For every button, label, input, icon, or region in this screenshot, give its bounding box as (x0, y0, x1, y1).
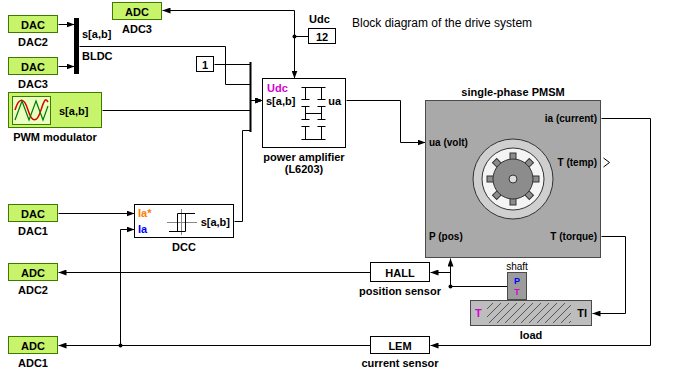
sensor-block: LEMcurrent sensor (370, 336, 430, 354)
signal-wire (431, 273, 508, 287)
bridge-lines (302, 88, 326, 140)
block-label: LEM (388, 340, 411, 352)
carrier-wave (15, 101, 48, 120)
signal-wire (59, 24, 75, 25)
constant-value: 12 (316, 31, 328, 43)
bus-label: BLDC (82, 50, 113, 62)
rotor-axis (509, 175, 517, 183)
block-caption: position sensor (359, 285, 441, 297)
dac-block: DACDAC3 (8, 57, 58, 75)
block-label: HALL (385, 267, 414, 279)
signal-wire (215, 65, 263, 101)
port-label: s[a,b] (266, 95, 295, 107)
block-caption: power amplifier (L6203) (254, 151, 354, 175)
pwm-icon (12, 96, 52, 126)
adc-block: ADCADC1 (8, 336, 58, 354)
port-label: ia (current) (545, 113, 597, 124)
adc-block: ADCADC3 (112, 2, 162, 20)
block-label: DAC (21, 61, 45, 73)
signal-name: s[a,b] (82, 28, 111, 40)
constant-value: 1 (202, 59, 208, 71)
block-caption: DCC (172, 241, 196, 253)
motor-block: single-phase PMSMua (volt)ia (current)T … (425, 100, 601, 258)
port-label: Udc (267, 82, 288, 94)
port-label: ua (volt) (429, 137, 468, 148)
channel-label: DAC1 (18, 225, 48, 237)
hatched-area (487, 303, 571, 323)
signal-wire (80, 47, 263, 101)
block-label: DAC (21, 19, 45, 31)
channel-label: DAC2 (18, 36, 48, 48)
block-label: DAC (21, 208, 45, 220)
shaft: shaftPT (507, 272, 527, 300)
signal-wire (59, 213, 135, 214)
output-port-symbol (604, 158, 610, 167)
block-caption: current sensor (361, 357, 438, 369)
signal-wire (59, 272, 371, 273)
sine-wave (15, 100, 48, 120)
block-label: ADC (125, 6, 149, 18)
port-label: s[a,b] (201, 216, 230, 228)
channel-label: ADC1 (18, 357, 48, 369)
part-label: shaft (506, 261, 528, 272)
signal-wire (347, 101, 426, 143)
bus-bar: s[a,b]BLDC (74, 18, 79, 74)
block-title: single-phase PMSM (461, 86, 564, 98)
port-label: P (pos) (429, 231, 463, 242)
port-label: T (475, 307, 482, 319)
port-label: ua (328, 95, 341, 107)
load-block: TTlload (470, 300, 592, 326)
signal-wire (451, 259, 508, 287)
rotor (493, 159, 533, 199)
port-label: s[a,b] (59, 105, 88, 117)
hysteresis-loop (169, 214, 195, 232)
rotor-teeth (487, 153, 539, 205)
constant-block: Udc12 (308, 28, 336, 44)
block-caption: load (520, 329, 543, 341)
port-label: Ia* (138, 207, 151, 219)
signal-wire (121, 230, 371, 346)
sensor-block: HALLposition sensor (370, 262, 430, 282)
block-caption: PWM modulator (13, 131, 97, 143)
controller-block: Ia*Ias[a,b]DCC (134, 204, 234, 238)
icon-frame (13, 97, 51, 125)
signal-wire (235, 101, 263, 222)
amplifier-block: Udcs[a,b]uapower amplifier (L6203) (262, 78, 346, 148)
constant-block: 1 (196, 56, 214, 72)
dac-block: DACDAC2 (8, 15, 58, 33)
adc-block: ADCADC2 (8, 263, 58, 281)
port-label: T (temp) (558, 157, 597, 168)
diagram-title: Block diagram of the drive system (352, 16, 532, 30)
load-hatching (471, 301, 593, 327)
signal-name: T (514, 287, 520, 297)
channel-label: DAC3 (18, 78, 48, 90)
signal-name: Udc (309, 13, 330, 25)
signal-name: P (514, 276, 520, 286)
stator-bore (482, 148, 544, 210)
signal-wire (103, 101, 263, 111)
signal-wire (163, 11, 309, 37)
signal-wire (59, 66, 75, 67)
port-label: Tl (577, 307, 587, 319)
dac-block: DACDAC1 (8, 204, 58, 222)
block-label: ADC (21, 267, 45, 279)
signal-wire (295, 37, 309, 79)
channel-label: ADC3 (122, 23, 152, 35)
stator (473, 139, 553, 219)
block-label: ADC (21, 340, 45, 352)
pwm-block: s[a,b]PWM modulator (8, 92, 102, 128)
port-label: Ia (138, 223, 147, 235)
axes (167, 209, 197, 235)
port-label: T (torque) (550, 231, 597, 242)
channel-label: ADC2 (18, 284, 48, 296)
